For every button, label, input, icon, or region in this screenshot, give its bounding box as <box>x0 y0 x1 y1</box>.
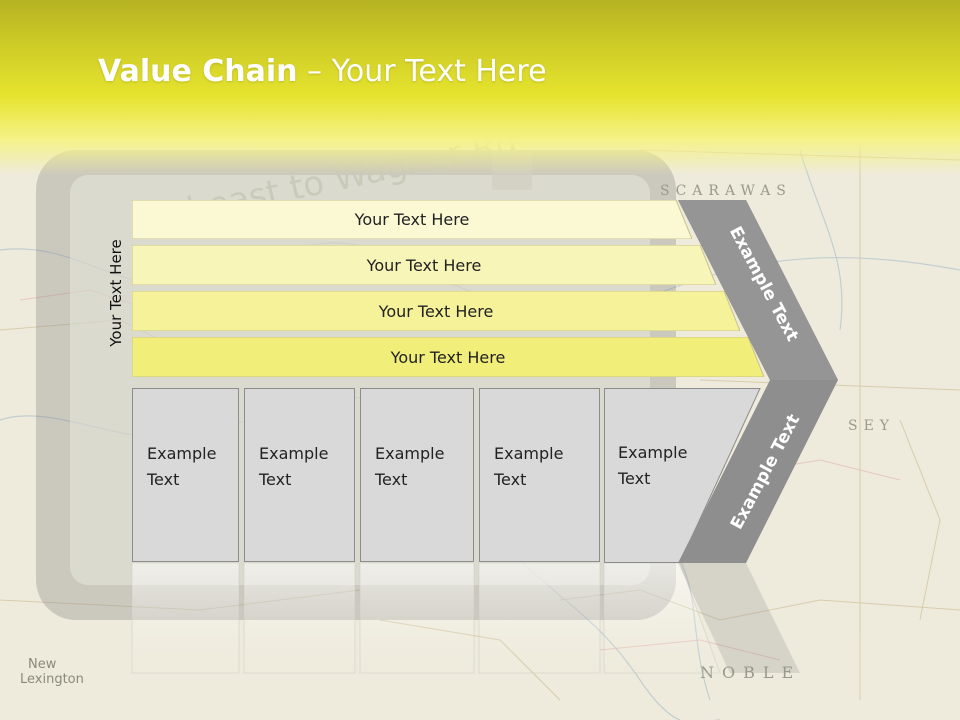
example-box-4: Example Text <box>479 388 600 562</box>
value-row-1: Your Text Here <box>132 200 692 239</box>
example-box-4-label: Example Text <box>494 444 564 489</box>
title-bold: Value Chain <box>98 54 298 89</box>
value-row-2-label: Your Text Here <box>366 255 482 275</box>
value-row-2: Your Text Here <box>132 245 716 285</box>
example-box-2-label: Example Text <box>259 444 329 489</box>
example-box-1-label: Example Text <box>147 444 217 489</box>
value-row-3-label: Your Text Here <box>378 301 494 321</box>
value-row-4: Your Text Here <box>132 337 764 377</box>
map-label-tuscarawas: SCARAWAS <box>660 183 792 199</box>
title-rest: – Your Text Here <box>297 54 547 89</box>
example-box-3-label: Example Text <box>375 444 445 489</box>
example-box-1: Example Text <box>132 388 239 562</box>
map-label-sey: SEY <box>848 418 895 434</box>
example-box-5: Example Text <box>604 388 704 562</box>
title-band <box>0 0 960 175</box>
example-box-2: Example Text <box>244 388 355 562</box>
value-row-1-label: Your Text Here <box>354 210 470 229</box>
map-label-noble: NOBLE <box>700 663 801 682</box>
vertical-label: Your Text Here <box>104 230 128 355</box>
example-box-5-label: Example Text <box>618 443 688 488</box>
map-label-new: New <box>28 657 57 672</box>
value-row-4-label: Your Text Here <box>390 347 506 367</box>
value-row-3: Your Text Here <box>132 291 740 331</box>
vertical-label-text: Your Text Here <box>107 238 125 347</box>
example-box-3: Example Text <box>360 388 474 562</box>
map-label-lexington: Lexington <box>20 672 84 687</box>
slide-title: Value Chain – Your Text Here <box>98 54 547 89</box>
